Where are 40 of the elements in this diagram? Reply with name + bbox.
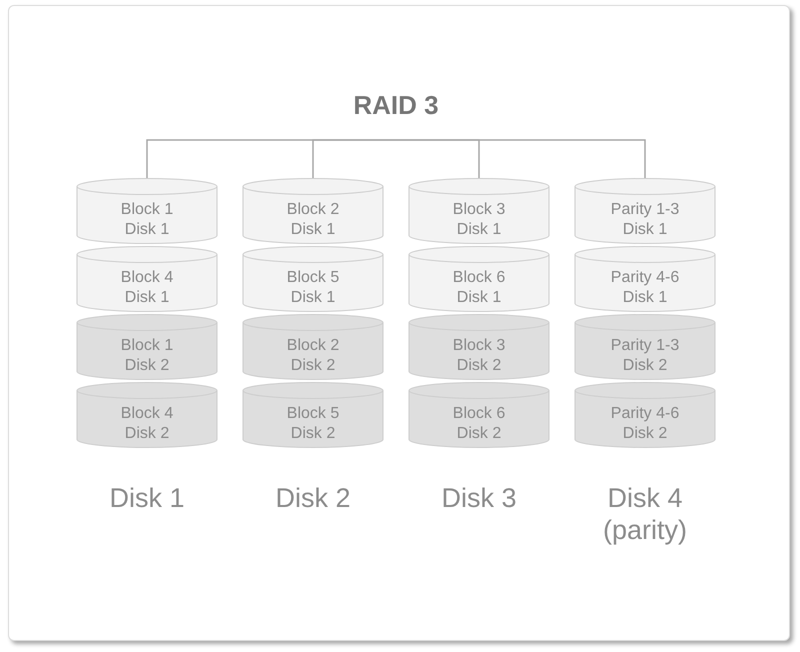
disk-cylinder xyxy=(76,246,218,313)
block-label: Block 3 Disk 2 xyxy=(452,336,506,376)
block-label: Block 5 Disk 1 xyxy=(286,268,340,308)
disk-cylinder xyxy=(574,382,716,449)
disk-label: Disk 4 (parity) xyxy=(602,482,688,546)
disk-label: Disk 2 xyxy=(274,482,352,514)
disk-cylinder xyxy=(574,178,716,245)
block-label: Block 3 Disk 1 xyxy=(452,200,506,240)
block-label: Parity 4-6 Disk 1 xyxy=(610,268,680,308)
block-label: Block 1 Disk 2 xyxy=(120,336,174,376)
block-label: Block 4 Disk 2 xyxy=(120,404,174,444)
disk-stack xyxy=(574,178,716,546)
block-label: Block 2 Disk 1 xyxy=(286,200,340,240)
connector-line xyxy=(396,139,646,178)
block-label: Block 5 Disk 2 xyxy=(286,404,340,444)
disk-label: Disk 1 xyxy=(108,482,186,514)
disk-cylinder xyxy=(574,246,716,313)
disk-cylinder xyxy=(408,382,550,449)
disk-cylinder xyxy=(242,382,384,449)
disk-cylinder xyxy=(242,314,384,381)
block-label: Block 4 Disk 1 xyxy=(120,268,174,308)
block-label: Block 1 Disk 1 xyxy=(120,200,174,240)
disk-cylinder xyxy=(76,382,218,449)
disk-cylinder xyxy=(76,314,218,381)
block-label: Block 6 Disk 1 xyxy=(452,268,506,308)
disk-cylinder xyxy=(408,178,550,245)
disk-cylinder xyxy=(242,178,384,245)
disk-cylinder xyxy=(408,314,550,381)
disk-cylinder xyxy=(242,246,384,313)
connector-line xyxy=(312,139,396,178)
block-label: Block 2 Disk 2 xyxy=(286,336,340,376)
disk-label: Disk 3 xyxy=(440,482,518,514)
block-label: Block 6 Disk 2 xyxy=(452,404,506,444)
disk-cylinder xyxy=(574,314,716,381)
disk-cylinder xyxy=(408,246,550,313)
disk-cylinder xyxy=(76,178,218,245)
block-label: Parity 4-6 Disk 2 xyxy=(610,404,680,444)
diagram-title: RAID 3 xyxy=(346,90,446,140)
block-label: Parity 1-3 Disk 2 xyxy=(610,336,680,376)
block-label: Parity 1-3 Disk 1 xyxy=(610,200,680,240)
